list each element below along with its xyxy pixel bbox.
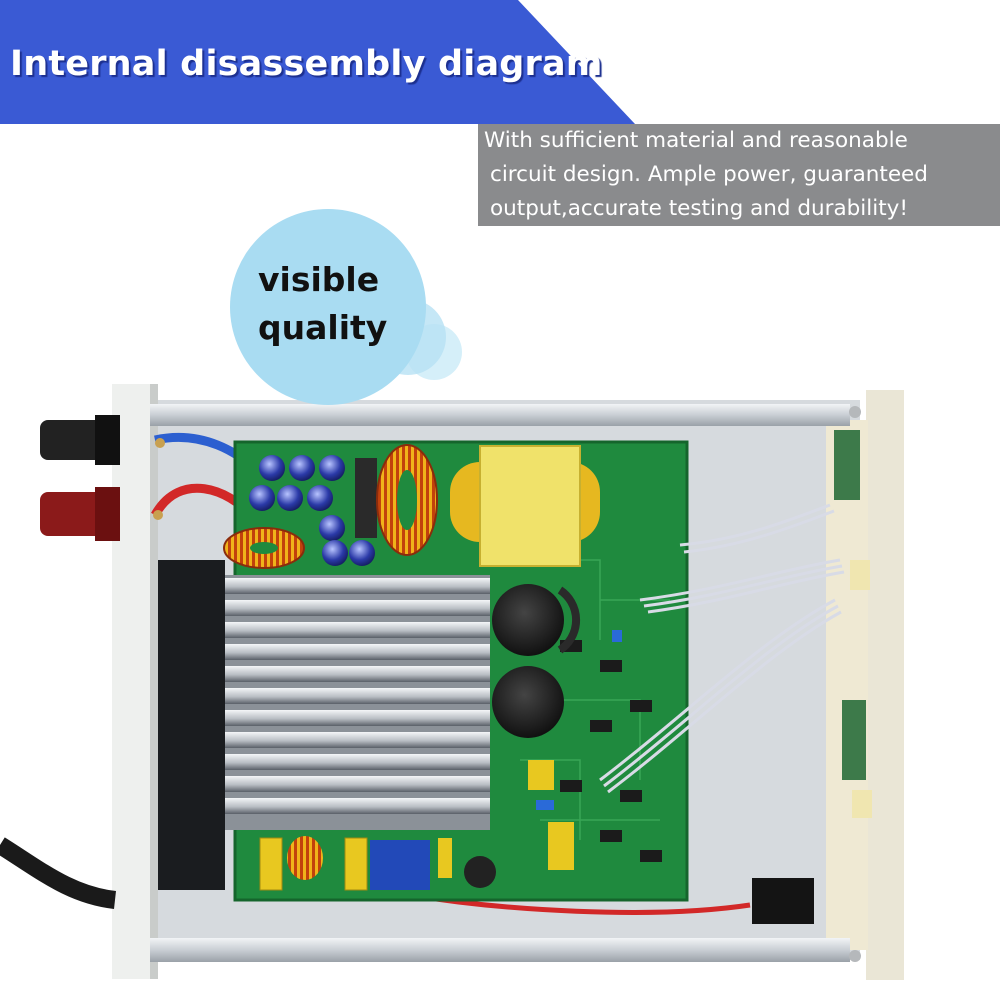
power-supply-internal-photo <box>0 384 904 980</box>
bubble-text-visible: visible <box>258 260 380 299</box>
quality-bubble <box>230 209 462 405</box>
title-banner <box>0 0 635 124</box>
description-line-3: output,accurate testing and durability! <box>490 196 908 221</box>
description-line-1: With sufficient material and reasonable <box>484 128 908 153</box>
bubble-text-quality: quality <box>258 308 388 347</box>
page-title: Internal disassembly diagram <box>10 44 603 84</box>
description-line-2: circuit design. Ample power, guaranteed <box>490 162 928 187</box>
description-box <box>478 124 1000 226</box>
